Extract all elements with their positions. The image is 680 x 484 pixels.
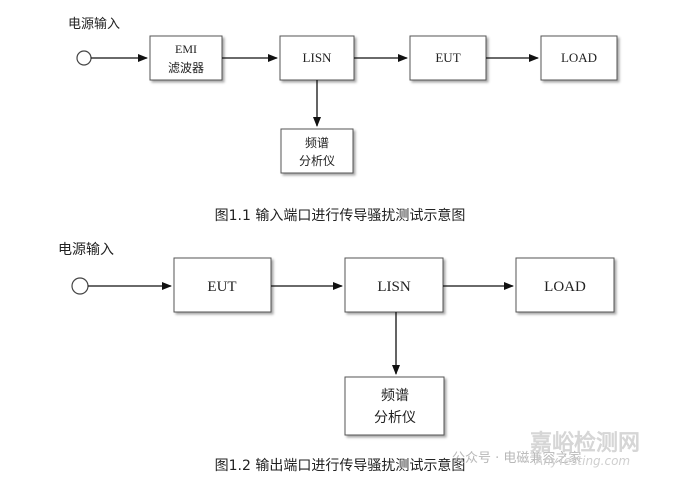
watermark-wechat: 公众号 · 电磁兼容之家 bbox=[452, 451, 582, 466]
load-block bbox=[540, 35, 618, 81]
emi-filter-label-line2: 滤波器 bbox=[168, 61, 204, 75]
emi-filter-label-line1: EMI bbox=[175, 42, 197, 56]
watermark-brand-en: AnyTesting.com bbox=[535, 454, 631, 468]
spectrum-analyzer-label-line1: 频谱 bbox=[381, 388, 409, 404]
power-input-terminal bbox=[76, 50, 92, 66]
figure-2-caption: 图1.2 输出端口进行传导骚扰测试示意图 bbox=[214, 458, 466, 474]
spectrum-analyzer-label-line1: 频谱 bbox=[305, 136, 329, 150]
diagram-1: 电源输入 EMI 滤波器 LISN EUT LOAD 频谱 分析仪 bbox=[68, 16, 618, 174]
power-input-label: 电源输入 bbox=[58, 242, 114, 258]
power-input-label: 电源输入 bbox=[68, 16, 120, 32]
lisn-label: LISN bbox=[303, 50, 333, 65]
watermark-brand: 嘉峪检测网 bbox=[530, 431, 641, 456]
lisn-block bbox=[344, 257, 444, 313]
load-block bbox=[515, 257, 615, 313]
spectrum-analyzer-label-line2: 分析仪 bbox=[299, 154, 335, 168]
lisn-block bbox=[279, 35, 355, 81]
eut-label: EUT bbox=[435, 50, 460, 65]
power-input-terminal bbox=[71, 277, 89, 295]
eut-block bbox=[409, 35, 487, 81]
spectrum-analyzer-block bbox=[344, 376, 445, 436]
load-label: LOAD bbox=[561, 50, 597, 65]
figure-1-caption: 图1.1 输入端口进行传导骚扰测试示意图 bbox=[214, 208, 466, 224]
spectrum-analyzer-block bbox=[280, 128, 354, 174]
spectrum-analyzer-label-line2: 分析仪 bbox=[374, 410, 416, 426]
diagram-2: 电源输入 EUT LISN LOAD 频谱 分析仪 bbox=[58, 242, 615, 436]
eut-label: EUT bbox=[207, 279, 236, 295]
lisn-label: LISN bbox=[377, 279, 411, 295]
load-label: LOAD bbox=[544, 279, 586, 295]
eut-block bbox=[173, 257, 272, 313]
